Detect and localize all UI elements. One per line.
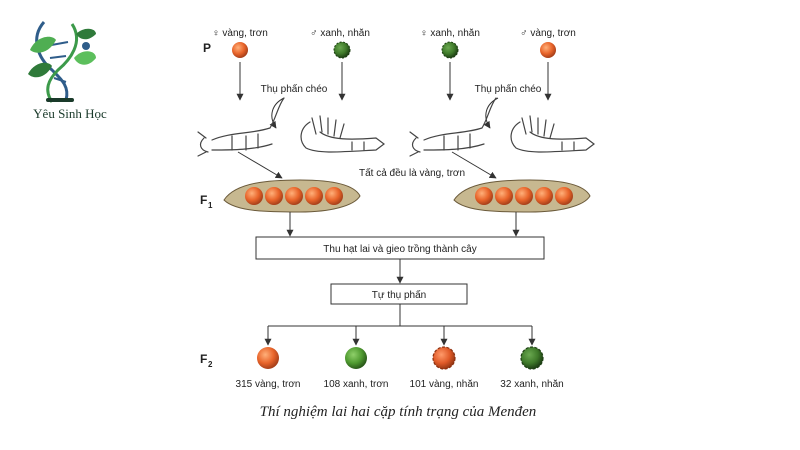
cross-pollination-label-left: Thụ phấn chéo (261, 83, 328, 95)
f2-label-yellow-smooth: 315 vàng, trơn (236, 379, 301, 390)
self-pollination-box (330, 283, 468, 305)
yellow-seed (265, 187, 283, 205)
yellow-seed (285, 187, 303, 205)
f1-pod-left (223, 179, 361, 213)
right-female-parent-label: ♀ xanh, nhăn (420, 28, 480, 39)
yellow-seed (515, 187, 533, 205)
left-female-parent-label: ♀ vàng, trơn (212, 28, 268, 39)
curved-arrow (269, 97, 285, 129)
arrow-to-pod-left (237, 151, 283, 179)
f2-seed-yellow-wrinkled (432, 346, 456, 370)
f2-label-green-smooth: 108 xanh, trơn (324, 379, 389, 390)
left-male-parent-label: ♂ xanh, nhăn (310, 28, 370, 39)
f2-label-green-wrinkled: 32 xanh, nhăn (500, 379, 563, 390)
arrow-to-pod-right (451, 151, 497, 179)
f2-label-yellow-wrinkled: 101 vàng, nhăn (410, 379, 479, 390)
flower-illustration-right-2 (510, 115, 595, 153)
curved-arrow (483, 97, 499, 129)
logo-text: Yêu Sinh Học (33, 106, 107, 121)
flower-illustration-left-2 (300, 115, 385, 153)
yellow-seed (475, 187, 493, 205)
generation-f1-letter: F (200, 193, 207, 207)
cross-pollination-label-right: Thụ phấn chéo (475, 83, 542, 95)
generation-f2-label: F 2 (200, 352, 213, 369)
yellow-smooth-seed (540, 42, 556, 58)
yellow-seed (495, 187, 513, 205)
dna-leaf-icon (28, 21, 96, 103)
site-logo: Yêu Sinh Học (28, 21, 107, 121)
generation-p-label: P (203, 41, 211, 55)
generation-f2-letter: F (200, 352, 207, 366)
f2-seed-yellow-smooth (257, 347, 279, 369)
yellow-seed (245, 187, 263, 205)
f2-seed-green-wrinkled (520, 346, 544, 370)
f1-result-label: Tất cả đều là vàng, trơn (359, 167, 465, 179)
yellow-seed (535, 187, 553, 205)
flower-illustration-right (409, 97, 497, 157)
right-male-parent-label: ♂ vàng, trơn (520, 28, 576, 39)
yellow-seed (305, 187, 323, 205)
generation-f1-subscript: 1 (208, 201, 213, 210)
yellow-seed (555, 187, 573, 205)
green-wrinkled-seed (441, 41, 459, 59)
yellow-smooth-seed (232, 42, 248, 58)
generation-f1-label: F 1 (200, 193, 213, 210)
generation-f2-subscript: 2 (208, 360, 213, 369)
self-pollination-box-label: Tự thụ phấn (372, 289, 427, 301)
figure-caption: Thí nghiệm lai hai cặp tính trạng của Me… (260, 404, 537, 420)
grow-seeds-box-label: Thu hạt lai và gieo trồng thành cây (323, 243, 476, 255)
f1-pod-right (453, 179, 591, 213)
green-wrinkled-seed (333, 41, 351, 59)
yellow-seed (325, 187, 343, 205)
f2-seed-green-smooth (345, 347, 367, 369)
flower-illustration-left (197, 97, 285, 157)
